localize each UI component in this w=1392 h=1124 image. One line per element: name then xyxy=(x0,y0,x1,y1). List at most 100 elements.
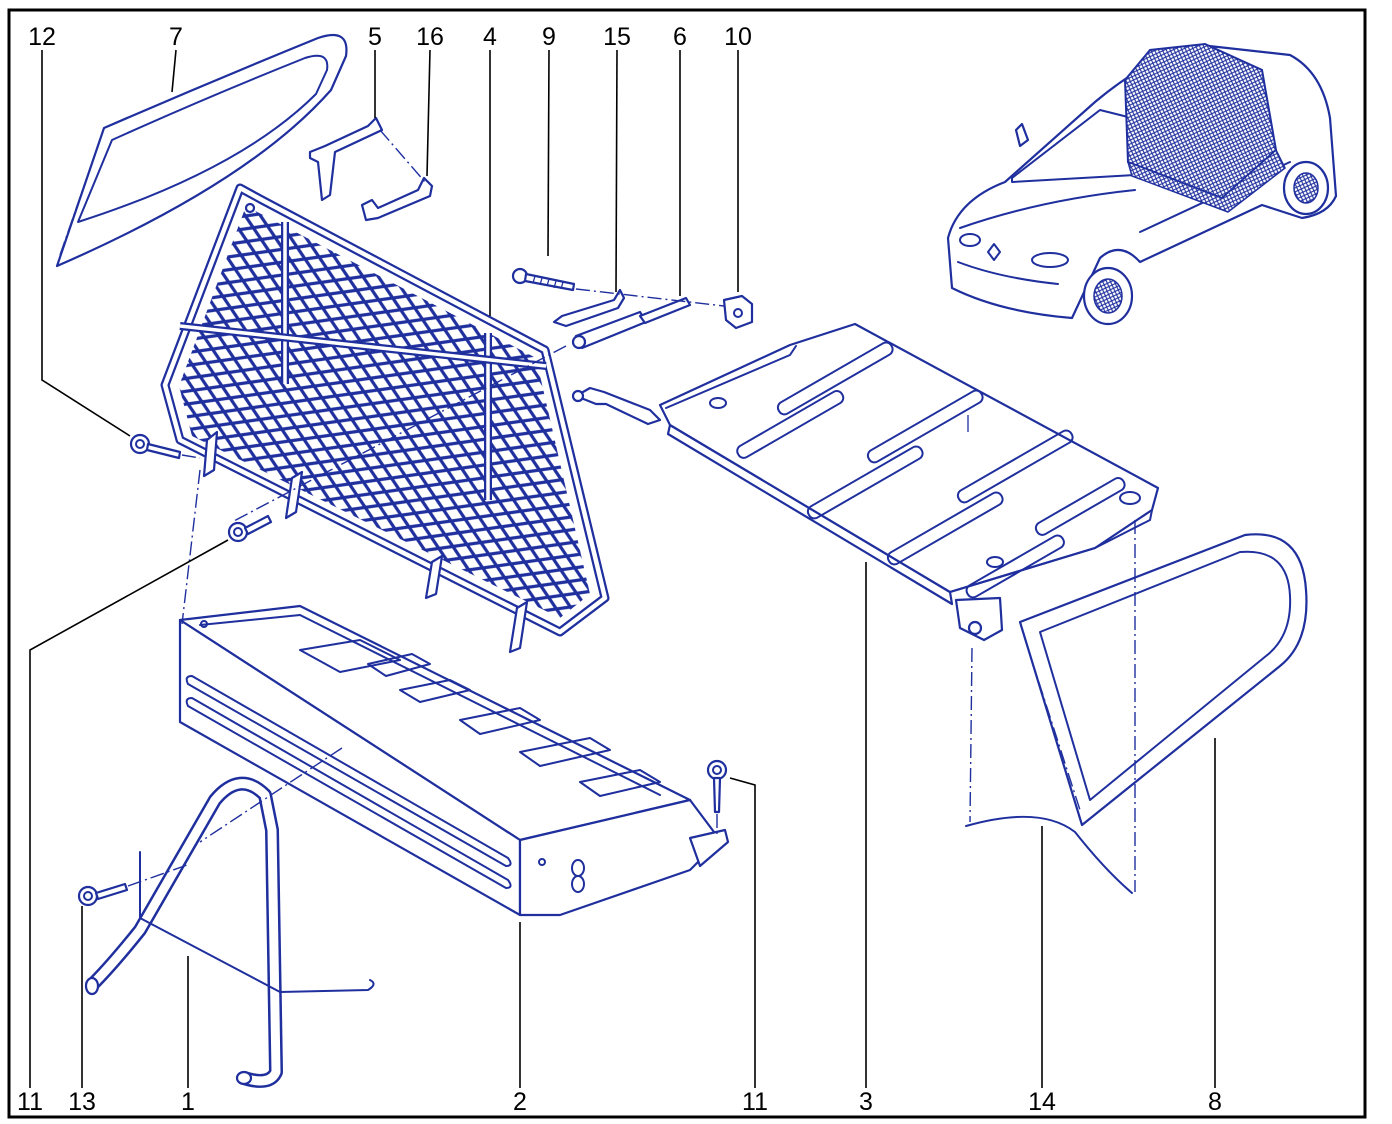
tray-panel xyxy=(459,707,541,735)
side-window-left-outline xyxy=(55,33,348,268)
callout-labels: 12 7 5 16 4 9 15 6 10 11 13 1 2 11 3 14 … xyxy=(17,23,1222,1116)
tray-corner-hole xyxy=(200,620,208,628)
mesh-tab-4 xyxy=(508,600,529,654)
tube-frame-inner xyxy=(87,779,281,1086)
side-window-left xyxy=(55,33,348,268)
side-window-right-glass xyxy=(1039,550,1292,801)
floor-right-hinge-pin xyxy=(967,620,983,636)
bolt-12 xyxy=(129,433,182,460)
mesh-frame-inner xyxy=(162,185,608,635)
long-bolt xyxy=(511,267,576,292)
callout-13: 13 xyxy=(68,1088,96,1116)
bolt-11-left-head xyxy=(227,521,249,543)
floor-rib xyxy=(1034,476,1126,536)
callout-10: 10 xyxy=(724,23,752,51)
diagram-frame xyxy=(7,8,1367,1119)
floor-fixing-hole xyxy=(986,556,1004,568)
callout-5: 5 xyxy=(368,23,382,51)
bolt-13-washer xyxy=(83,891,93,901)
tray-panel xyxy=(519,737,611,767)
bolt-13-shaft xyxy=(94,882,129,901)
side-window-right xyxy=(1018,533,1308,827)
bolt-11-right-head xyxy=(706,759,728,781)
mesh-cross-bar-hl xyxy=(179,324,547,368)
long-bolt-thread xyxy=(532,275,564,290)
bolt-11-left xyxy=(227,514,273,543)
tube-frame-outline xyxy=(85,776,283,1088)
vehicle-location-view xyxy=(946,42,1338,326)
bolt-13 xyxy=(77,882,129,907)
bolt-11-right-shaft xyxy=(712,776,722,814)
tray-panel xyxy=(367,653,431,677)
floor-rib xyxy=(866,389,984,464)
vehicle-front-wheel-hub xyxy=(1093,278,1123,314)
leader-11-right xyxy=(729,777,756,1088)
storage-tray xyxy=(178,604,730,917)
floor-right-hinge-bracket xyxy=(954,596,1004,642)
vehicle-grille xyxy=(957,261,1059,285)
leader-9 xyxy=(547,49,550,257)
vehicle-hood-line xyxy=(959,189,1136,229)
bolt-11-left-shaft xyxy=(243,514,273,536)
gas-strut-end xyxy=(571,334,587,350)
load-floor-ribs xyxy=(736,341,1126,599)
spring-clip-hole xyxy=(733,308,743,318)
strut-to-net-line xyxy=(231,345,567,523)
floor-rib xyxy=(736,390,845,459)
leader-11-left xyxy=(29,539,229,1088)
mesh-tab-1 xyxy=(202,430,219,478)
gas-strut-rod xyxy=(638,296,692,325)
callout-7: 7 xyxy=(169,23,183,51)
callout-11-right: 11 xyxy=(742,1088,768,1116)
upper-bracket-shape xyxy=(308,116,384,202)
tube-frame-end xyxy=(235,1070,253,1086)
side-window-left-glass xyxy=(77,54,329,223)
strap-bracket xyxy=(552,288,626,328)
callout-12: 12 xyxy=(28,23,56,51)
callout-15: 15 xyxy=(603,23,631,51)
tray-end-tab xyxy=(688,828,730,868)
strap-bracket-shape xyxy=(552,288,626,328)
mesh-fill xyxy=(179,206,590,618)
leader-7 xyxy=(171,49,177,93)
side-window-right-edge-dots xyxy=(1023,635,1081,811)
tray-end-rivet xyxy=(538,858,546,866)
callout-11-left: 11 xyxy=(17,1088,43,1116)
tray-panel xyxy=(299,639,401,673)
callout-14: 14 xyxy=(1028,1088,1056,1116)
callout-6: 6 xyxy=(673,23,687,51)
side-window-right-outline xyxy=(1018,533,1308,827)
callout-2: 2 xyxy=(513,1088,527,1116)
floor-rib xyxy=(965,534,1065,599)
floor-rib xyxy=(806,445,924,520)
tray-alignment-line-left xyxy=(181,469,201,625)
lower-bracket xyxy=(360,176,434,222)
leader-12 xyxy=(41,50,131,437)
floor-left-hinge-bracket xyxy=(574,386,662,426)
leader-lines xyxy=(29,49,1216,1088)
bolt-13-line xyxy=(127,863,191,887)
tray-slot-upper xyxy=(185,675,512,867)
vehicle-emblem xyxy=(987,243,1001,261)
vehicle-mirror xyxy=(1014,122,1030,148)
tube-frame xyxy=(84,776,375,1088)
body-panel-contour xyxy=(965,815,1133,894)
vehicle-cargo-floor xyxy=(1126,148,1286,213)
tray-panel xyxy=(399,679,471,703)
callout-16: 16 xyxy=(416,23,444,51)
load-floor-left-rail xyxy=(665,345,797,409)
side-window-left-edge-dots xyxy=(59,139,101,256)
tray-end-hole xyxy=(571,875,585,893)
tube-frame-end xyxy=(84,976,100,996)
bracket-alignment-line xyxy=(379,129,426,183)
bolt-12-washer xyxy=(135,439,145,449)
floor-fixing-hole xyxy=(709,397,727,409)
mesh-tab-2 xyxy=(284,470,304,520)
vehicle-headlight xyxy=(959,233,981,247)
tube-frame-wire xyxy=(139,851,375,993)
spring-clip xyxy=(722,294,754,330)
load-floor-panel xyxy=(571,322,1160,642)
tray-slot-lower xyxy=(185,697,512,889)
leader-16 xyxy=(426,49,431,177)
